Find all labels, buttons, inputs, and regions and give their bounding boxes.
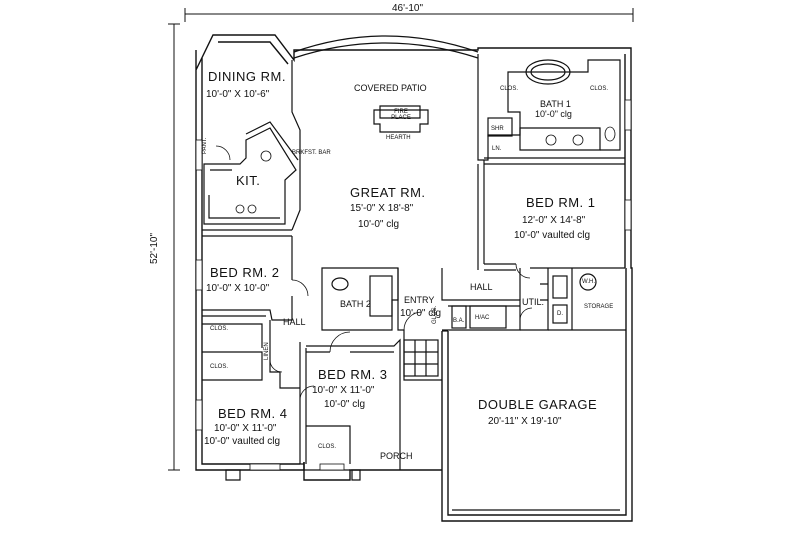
great-room-label: GREAT RM. — [350, 185, 426, 200]
bath2-label: BATH 2 — [340, 299, 371, 309]
linen-closet-bath1: LN. — [492, 146, 502, 152]
bed4-size: 10'-0" X 11'-0" — [214, 423, 277, 434]
garage-label: DOUBLE GARAGE — [478, 397, 598, 412]
ba-label: B.A. — [453, 318, 465, 324]
kitchen-label: KIT. — [236, 173, 261, 188]
bed3-closet-label: CLOS. — [318, 444, 337, 450]
storage-label: STORAGE — [584, 304, 614, 310]
bed4-ceiling: 10'-0" vaulted clg — [204, 436, 281, 447]
plumbing-fixtures — [235, 126, 616, 214]
garage-size: 20'-11" X 19'-10" — [488, 416, 562, 427]
bed2-size: 10'-0" X 10'-0" — [206, 283, 270, 294]
bed3-ceiling: 10'-0" clg — [324, 399, 366, 410]
utility-label: UTIL. — [522, 297, 545, 307]
dining-room-size: 10'-0" X 10'-6" — [206, 89, 270, 100]
fireplace-label: FIRE PLACE — [391, 109, 411, 121]
bed2-label: BED RM. 2 — [210, 265, 280, 280]
dryer-label: D. — [557, 311, 563, 317]
dining-room-label: DINING RM. — [208, 69, 286, 84]
entry-closet-label: GLOS. — [432, 305, 438, 324]
hearth-label: HEARTH — [386, 135, 411, 141]
width-dimension-line — [184, 8, 634, 22]
bed4-closet-label: CLOS. — [210, 364, 229, 370]
bed3-size: 10'-0" X 11'-0" — [312, 385, 375, 396]
porch-label: PORCH — [380, 451, 413, 461]
door-swings — [215, 145, 533, 401]
bed1-label: BED RM. 1 — [526, 195, 596, 210]
bath1-ceiling: 10'-0" clg — [535, 109, 572, 119]
great-room-size: 15'-0" X 18'-8" — [350, 203, 414, 214]
entry-label: ENTRY — [404, 295, 435, 305]
bed2-closet-label: CLOS. — [210, 326, 229, 332]
depth-dimension-line — [168, 23, 180, 471]
overall-width-label: 46'-10" — [392, 3, 424, 14]
breakfast-bar-label: BRKFST. BAR — [292, 150, 331, 156]
bath1-closet-right: CLOS. — [590, 86, 609, 92]
covered-patio-label: COVERED PATIO — [354, 83, 427, 93]
great-room-ceiling: 10'-0" clg — [358, 219, 400, 230]
water-heater-label: W.H. — [582, 279, 595, 285]
windows — [195, 99, 632, 471]
bed1-size: 12'-0" X 14'-8" — [522, 215, 586, 226]
linen-label: LINEN — [264, 342, 270, 360]
hall-west-label: HALL — [283, 317, 306, 327]
bed1-ceiling: 10'-0" vaulted clg — [514, 230, 591, 241]
shower-label: SHR — [491, 126, 504, 132]
overall-depth-label: 52'-10" — [149, 232, 160, 264]
bed3-label: BED RM. 3 — [318, 367, 388, 382]
entry-ceiling: 10'-0" clg — [400, 308, 442, 319]
hvac-label: H/AC — [475, 315, 490, 321]
bath1-closet-left: CLOS. — [500, 86, 519, 92]
bed4-label: BED RM. 4 — [218, 406, 288, 421]
pantry-label: PANT. — [202, 137, 208, 154]
bath1-label: BATH 1 — [540, 99, 571, 109]
hall-east-label: HALL — [470, 282, 493, 292]
